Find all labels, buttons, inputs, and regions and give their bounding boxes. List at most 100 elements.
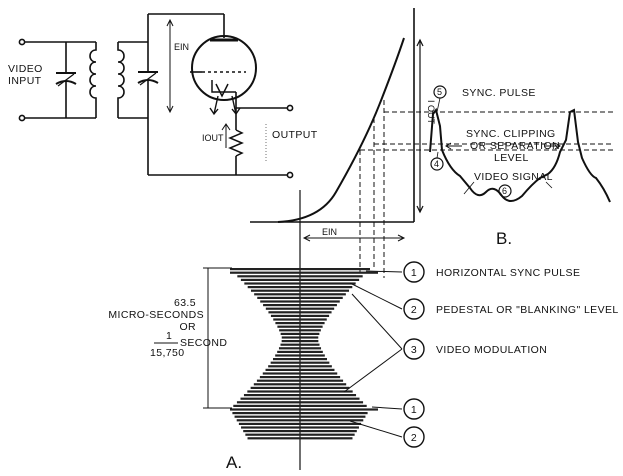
iout-label: IOUT [202, 133, 224, 143]
scan-line-bar [247, 437, 353, 440]
callout-circle [403, 398, 425, 420]
scan-line-bar [277, 325, 323, 328]
period-line1: 63.5 [174, 297, 196, 309]
callout-leader [349, 282, 403, 310]
scan-line-bar [281, 340, 319, 343]
scan-line-bar [254, 293, 346, 296]
scan-line-bar [247, 286, 353, 289]
clip-label-line1: SYNC. CLIPPING [466, 128, 556, 140]
scan-line-bar [247, 390, 353, 393]
ein-label: EIN [174, 42, 189, 52]
scan-line-bar [240, 397, 360, 400]
callout-label: HORIZONTAL SYNC PULSE [436, 267, 580, 279]
iout-axis-label: I OUT [426, 100, 436, 125]
scan-line-bar [257, 296, 343, 299]
scan-line-bar [232, 412, 368, 415]
vacuum-tube [191, 35, 257, 101]
secondary-coil [117, 42, 125, 118]
callout-number: 1 [411, 404, 417, 416]
second-label: SECOND [180, 337, 227, 349]
scan-line-bar [281, 336, 319, 339]
scan-line-bar [270, 361, 330, 364]
input-terminal-top [18, 38, 26, 46]
scan-line-bar [234, 415, 366, 418]
scan-line-bar [240, 278, 360, 281]
callouts: 1 HORIZONTAL SYNC PULSE 2 PEDESTAL OR "BLAN… [343, 261, 619, 448]
frac-numerator: 1 [166, 330, 172, 342]
primary-coil [89, 42, 97, 118]
output-terminal-bottom [286, 171, 294, 179]
callout-number: 2 [411, 432, 417, 444]
panel-b-letter: B. [496, 229, 512, 248]
scan-line-bar [273, 318, 327, 321]
scan-line-bar [243, 394, 357, 397]
scan-line-bar [243, 430, 357, 433]
scan-line-bar [263, 304, 337, 307]
clip-label-line3: LEVEL [494, 152, 529, 164]
callout-circle [403, 298, 425, 320]
callout-circle [403, 261, 425, 283]
transfer-characteristic: I OUT EIN [250, 8, 614, 470]
scan-line-bar [272, 358, 328, 361]
callout-leader [351, 293, 403, 350]
scan-line-bar [280, 343, 320, 346]
video-input-label-line1: VIDEO [8, 63, 43, 75]
video-input-label-line2: INPUT [8, 75, 42, 87]
ein-axis-label: EIN [322, 227, 337, 237]
callout-leader [365, 270, 403, 273]
scan-line-bar [241, 426, 359, 429]
panel-b-waveform: SYNC. PULSE 5 SYNC. CLIPPING OR SEPARATI… [429, 85, 611, 248]
scan-line-bar [268, 311, 332, 314]
period-line2: MICRO-SECONDS [108, 309, 204, 321]
callout-circle [403, 426, 425, 448]
scan-line-bar [238, 422, 362, 425]
scan-line-bar [275, 322, 325, 325]
callout-label: VIDEO MODULATION [436, 344, 547, 356]
scan-line-bar [265, 368, 335, 371]
scan-line-bar [277, 350, 323, 353]
svg-text:6: 6 [502, 186, 507, 196]
scan-line-bar [270, 314, 330, 317]
scan-line-bar [262, 372, 338, 375]
video-waveform [429, 107, 611, 203]
callout-number: 1 [411, 267, 417, 279]
scan-line-bar [245, 433, 355, 436]
clip-label-line2: OR SEPARATION [470, 140, 560, 152]
circuit-schematic: VIDEO INPUT EIN [8, 13, 318, 179]
input-terminal-bottom [18, 114, 26, 122]
scan-line-bar [236, 401, 364, 404]
scan-line-bar [244, 282, 356, 285]
scan-line-bar [275, 354, 325, 357]
panel-a-letter: A. [226, 453, 242, 472]
scan-line-bar [237, 275, 363, 278]
frac-denominator: 15,750 [150, 347, 185, 359]
callout-label: PEDESTAL OR "BLANKING" LEVEL [436, 304, 619, 316]
scan-line-bar [253, 383, 347, 386]
callout-leader [343, 348, 403, 393]
scan-line-bar [230, 408, 378, 411]
callout-leader [371, 406, 403, 410]
scan-line-bar [259, 376, 341, 379]
scan-line-bar [256, 379, 344, 382]
scan-line-bar [268, 365, 332, 368]
output-terminal-top [286, 104, 294, 112]
scan-line-bar [250, 386, 350, 389]
scan-line-bar [278, 347, 322, 350]
video-signal-label: VIDEO SIGNAL [474, 171, 553, 183]
panel-a-raster: 63.5 MICRO-SECONDS OR 1 15,750 SECOND 1 H… [108, 261, 619, 472]
sync-pulse-label: SYNC. PULSE [462, 87, 536, 99]
callout-number: 3 [411, 344, 417, 356]
scan-line-bar [236, 419, 364, 422]
scan-line-bar [265, 307, 335, 310]
transfer-curve [277, 37, 405, 223]
callout-number: 2 [411, 304, 417, 316]
marker-6 [498, 184, 512, 198]
scan-line-bar [230, 271, 378, 274]
output-label: OUTPUT [272, 129, 318, 141]
period-line3: OR [179, 321, 196, 333]
scan-line-bar [279, 329, 321, 332]
svg-text:4: 4 [434, 159, 439, 169]
scan-line-bar [250, 289, 350, 292]
